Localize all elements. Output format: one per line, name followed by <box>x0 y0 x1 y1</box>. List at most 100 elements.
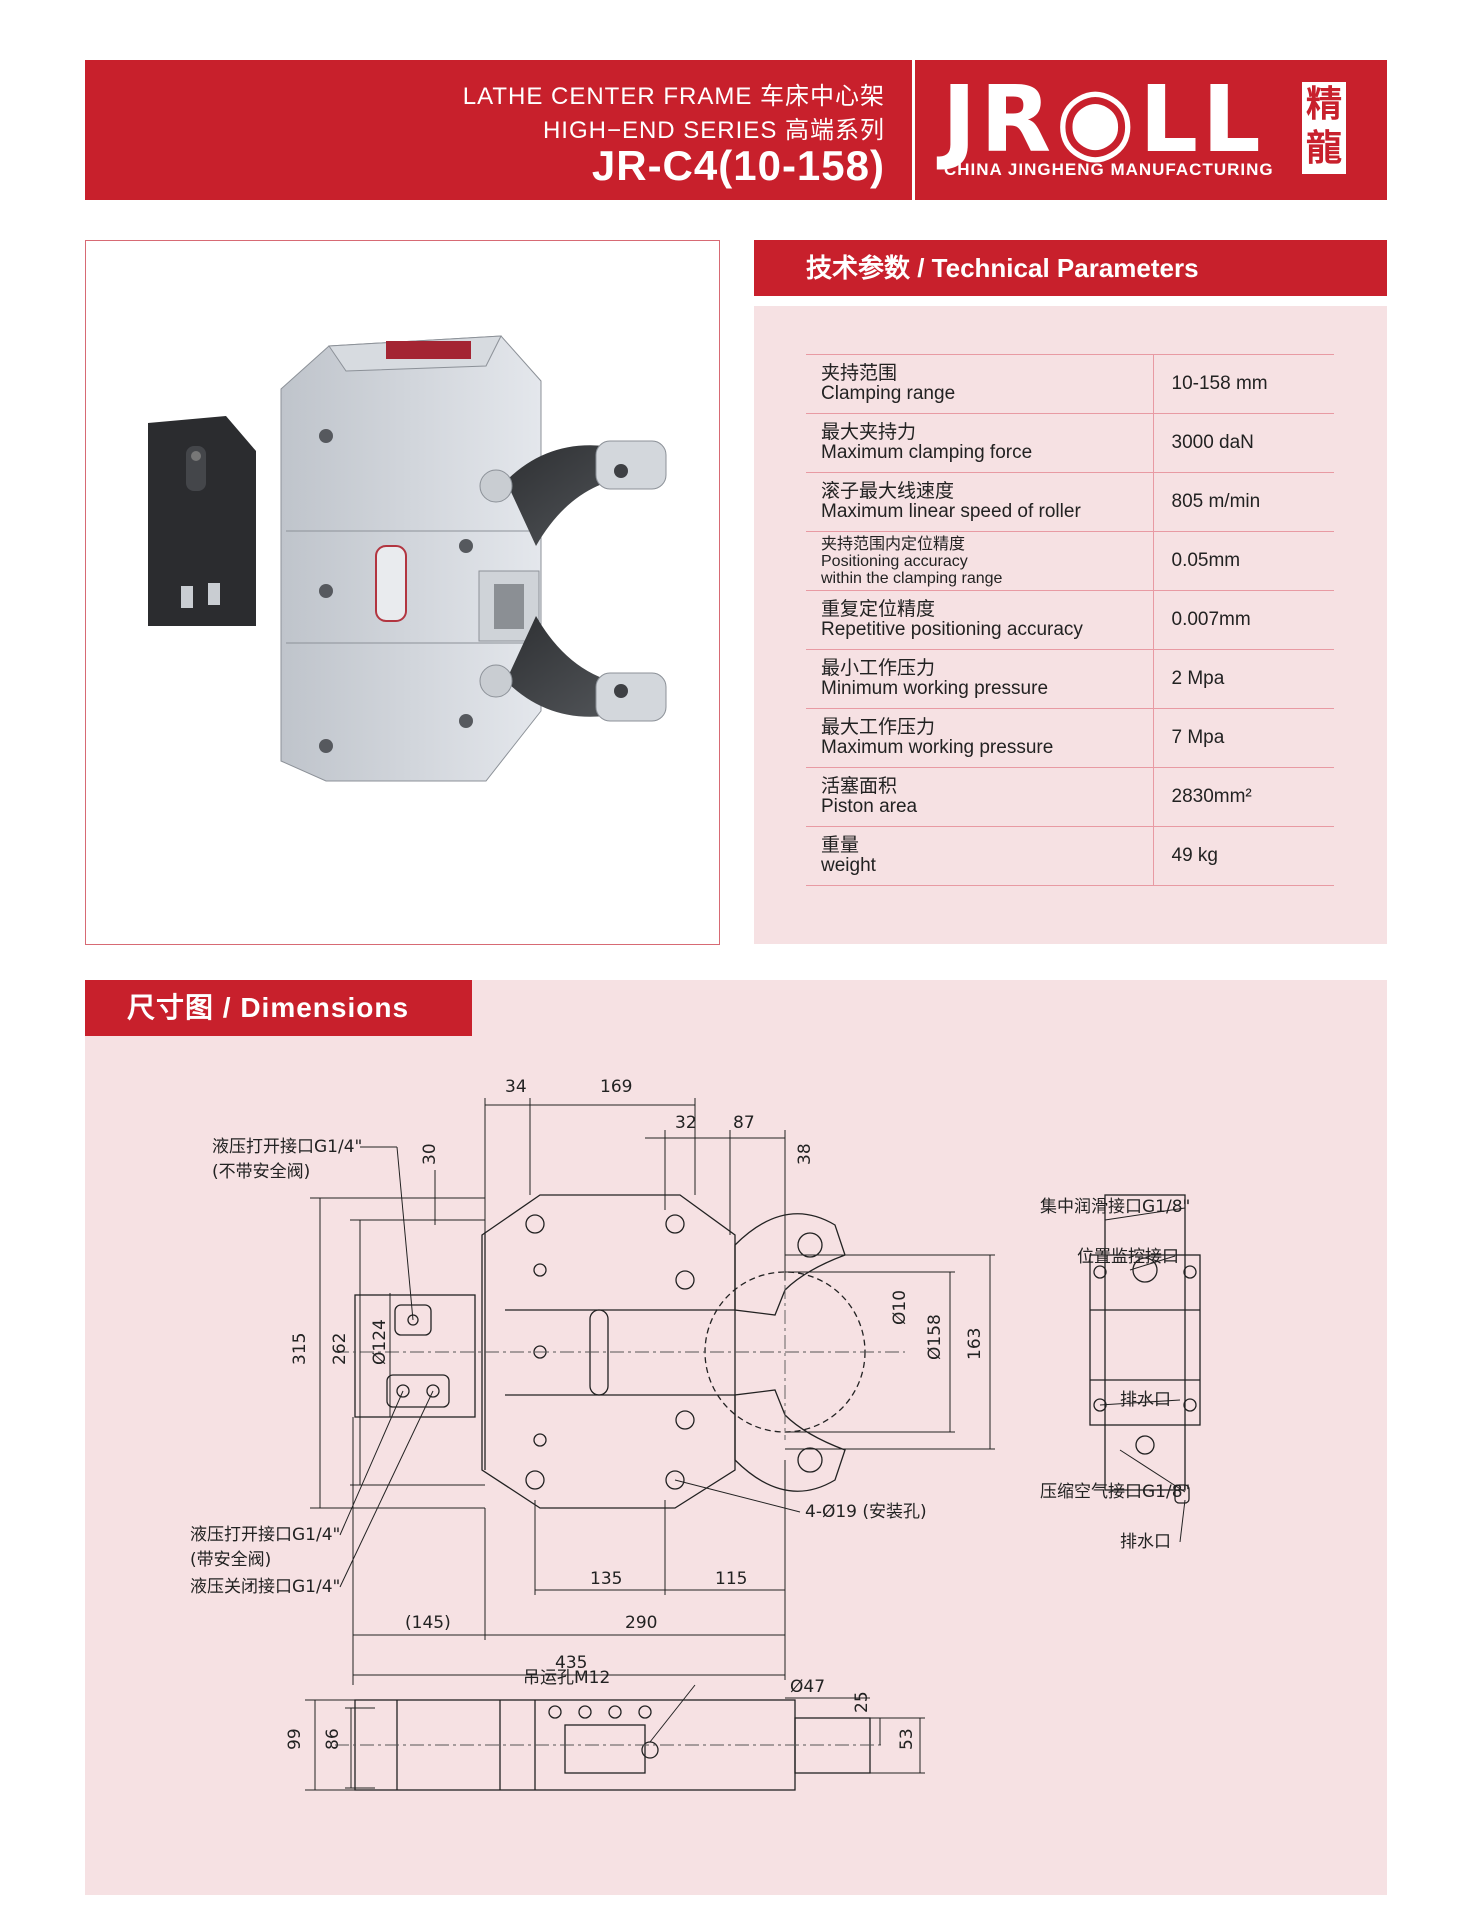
param-value: 2 Mpa <box>1153 649 1334 709</box>
param-value: 10-158 mm <box>1153 354 1334 414</box>
param-cn: 最小工作压力 <box>821 658 936 679</box>
param-en: Piston area <box>821 796 918 817</box>
param-value: 805 m/min <box>1153 472 1334 532</box>
dim-34: 34 <box>505 1077 527 1097</box>
param-en: Clamping range <box>821 383 956 404</box>
dimensions-panel <box>85 980 1387 1895</box>
label-mounting-holes: 4-Ø19 (安装孔) <box>805 1502 927 1522</box>
param-cn: 夹持范围内定位精度 <box>821 535 966 553</box>
param-cn: 重复定位精度 <box>821 599 936 620</box>
dim-115: 115 <box>715 1569 747 1589</box>
label-hyd-open-safety: 液压打开接口G1/4" <box>190 1525 340 1545</box>
param-cn: 活塞面积 <box>821 776 898 797</box>
dim-435: 435 <box>555 1653 587 1673</box>
dimension-drawing: 34 169 32 87 30 38 315 262 Ø124 Ø10 Ø158… <box>190 1077 1201 1791</box>
param-value: 0.007mm <box>1153 590 1334 650</box>
param-en: Repetitive positioning accuracy <box>821 619 1083 640</box>
dim-10: Ø10 <box>890 1290 910 1325</box>
dim-163: 163 <box>965 1328 985 1360</box>
label-lifting-hole: 吊运孔M12 <box>523 1668 610 1688</box>
logo-subtitle: CHINA JINGHENG MANUFACTURING <box>944 160 1274 179</box>
dim-169: 169 <box>600 1077 632 1097</box>
param-en: Maximum linear speed of roller <box>821 501 1081 522</box>
dim-290: 290 <box>625 1613 657 1633</box>
dim-47: Ø47 <box>790 1677 825 1697</box>
dim-145: (145) <box>405 1613 451 1633</box>
dim-87: 87 <box>733 1113 755 1133</box>
brand-logo: JR◉LL CHINA JINGHENG MANUFACTURING 精龍 <box>942 74 1372 186</box>
body-outline <box>481 1194 736 1509</box>
model-number: JR-C4(10-158) <box>591 142 885 189</box>
label-hyd-open-no-safety: 液压打开接口G1/4" <box>212 1137 362 1157</box>
param-value: 49 kg <box>1153 826 1334 886</box>
header-divider <box>912 60 915 200</box>
param-value: 0.05mm <box>1153 531 1334 591</box>
param-cn: 夹持范围 <box>821 363 898 384</box>
dim-86: 86 <box>323 1728 343 1750</box>
param-cn: 重量 <box>821 835 860 856</box>
label-position-monitor: 位置监控接口 <box>1077 1247 1179 1267</box>
product-line-title: LATHE CENTER FRAME 车床中心架 <box>462 83 885 110</box>
logo-seal: 精龍 <box>1302 82 1346 174</box>
label-lube-port: 集中润滑接口G1/8" <box>1040 1197 1190 1217</box>
dim-25: 25 <box>852 1691 872 1713</box>
label-hyd-close: 液压关闭接口G1/4" <box>190 1577 340 1597</box>
param-value: 2830mm² <box>1153 767 1334 827</box>
param-cn: 滚子最大线速度 <box>821 481 955 502</box>
series-title: HIGH−END SERIES 高端系列 <box>542 117 885 144</box>
logo-wordmark: JR◉LL <box>942 66 1265 173</box>
dim-99: 99 <box>285 1728 305 1750</box>
dim-124: Ø124 <box>370 1319 390 1365</box>
dim-53: 53 <box>897 1728 917 1750</box>
params-header: 技术参数 / Technical Parameters <box>754 240 1387 296</box>
param-en: Positioning accuracy <box>821 552 968 570</box>
label-hyd-open-no-safety-note: (不带安全阀) <box>212 1162 310 1182</box>
param-cn: 最大夹持力 <box>821 422 917 443</box>
param-value: 3000 daN <box>1153 413 1334 473</box>
param-en-line2: within the clamping range <box>821 569 1003 587</box>
param-cn: 最大工作压力 <box>821 717 936 738</box>
label-drain-1: 排水口 <box>1120 1390 1171 1410</box>
lower-arm-outline <box>734 1389 846 1492</box>
dim-30: 30 <box>420 1143 440 1165</box>
side-view-outline <box>1104 1194 1186 1491</box>
dim-158: Ø158 <box>925 1314 945 1360</box>
product-render-image <box>148 335 667 782</box>
dim-32: 32 <box>675 1113 697 1133</box>
param-en: Maximum clamping force <box>821 442 1033 463</box>
param-en: Maximum working pressure <box>821 737 1054 758</box>
dim-135: 135 <box>590 1569 622 1589</box>
param-en: Minimum working pressure <box>821 678 1049 699</box>
dim-38: 38 <box>795 1143 815 1165</box>
cylinder-outline <box>354 1294 476 1418</box>
dim-262: 262 <box>330 1333 350 1365</box>
product-photo-panel <box>85 240 720 945</box>
dimensions-header: 尺寸图 / Dimensions <box>85 980 472 1036</box>
dim-315: 315 <box>290 1333 310 1365</box>
label-air-port: 压缩空气接口G1/8" <box>1040 1482 1190 1502</box>
label-hyd-open-safety-note: (带安全阀) <box>190 1550 271 1570</box>
upper-arm-outline <box>734 1213 846 1316</box>
param-value: 7 Mpa <box>1153 708 1334 768</box>
param-en: weight <box>821 855 876 876</box>
